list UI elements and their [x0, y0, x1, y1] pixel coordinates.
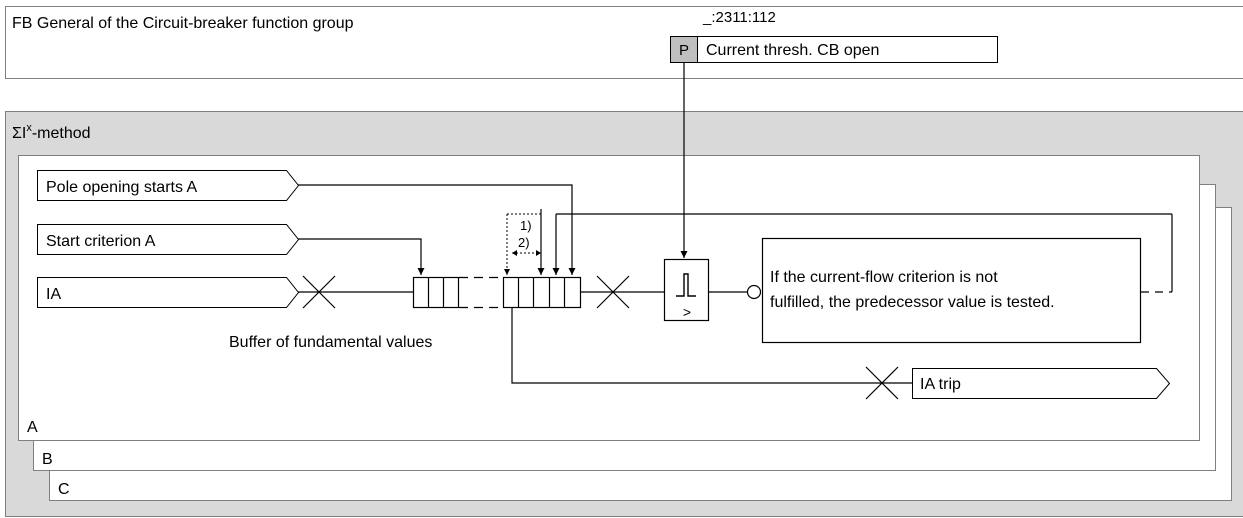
- phase-c-label: C: [58, 481, 70, 498]
- start-criterion-input: [37, 224, 300, 255]
- ia-input-label: IA: [46, 286, 61, 303]
- parameter-id: _:2311:112: [702, 9, 776, 26]
- buffer-right-cells: [502, 276, 582, 309]
- header-frame: [5, 6, 1243, 79]
- ia-trip-label: IA trip: [920, 376, 961, 393]
- hysteresis-icon: [676, 273, 696, 297]
- buffer-cross-marker: [596, 275, 630, 309]
- ia-trip-output: [912, 368, 1171, 399]
- ia-input: [37, 277, 300, 308]
- pole-opening-line: [298, 184, 576, 275]
- comparator-symbol: >: [683, 304, 691, 320]
- ia-trip-cross-marker: [865, 366, 899, 400]
- parameter-label: Current thresh. CB open: [706, 42, 879, 59]
- buffer-label: Buffer of fundamental values: [229, 334, 432, 351]
- parameter-badge: [670, 36, 698, 63]
- buffer-left-cells: [412, 276, 460, 309]
- parameter-badge-letter: P: [679, 42, 689, 59]
- parameter-field[interactable]: [697, 36, 998, 63]
- start-criterion-line: [298, 238, 425, 275]
- header-title: FB General of the Circuit-breaker functi…: [12, 15, 354, 32]
- info-box-line-1: If the current-flow criterion is not: [770, 269, 998, 286]
- note-2-label: 2): [518, 235, 530, 250]
- note-1-label: 1): [520, 218, 532, 233]
- method-title: ΣIx-method: [12, 122, 91, 142]
- ia-trip-line: [511, 307, 912, 384]
- info-box: [761, 237, 1142, 344]
- start-criterion-label: Start criterion A: [46, 233, 156, 250]
- phase-a-label: A: [27, 419, 38, 436]
- ia-cross-marker: [302, 275, 336, 309]
- comparator-block: [663, 258, 710, 322]
- pole-opening-label: Pole opening starts A: [46, 179, 198, 196]
- info-box-line-2: fulfilled, the predecessor value is test…: [770, 294, 1055, 311]
- negation-circle: [746, 284, 762, 300]
- phase-b-label: B: [42, 451, 53, 468]
- pole-opening-input: [37, 170, 300, 201]
